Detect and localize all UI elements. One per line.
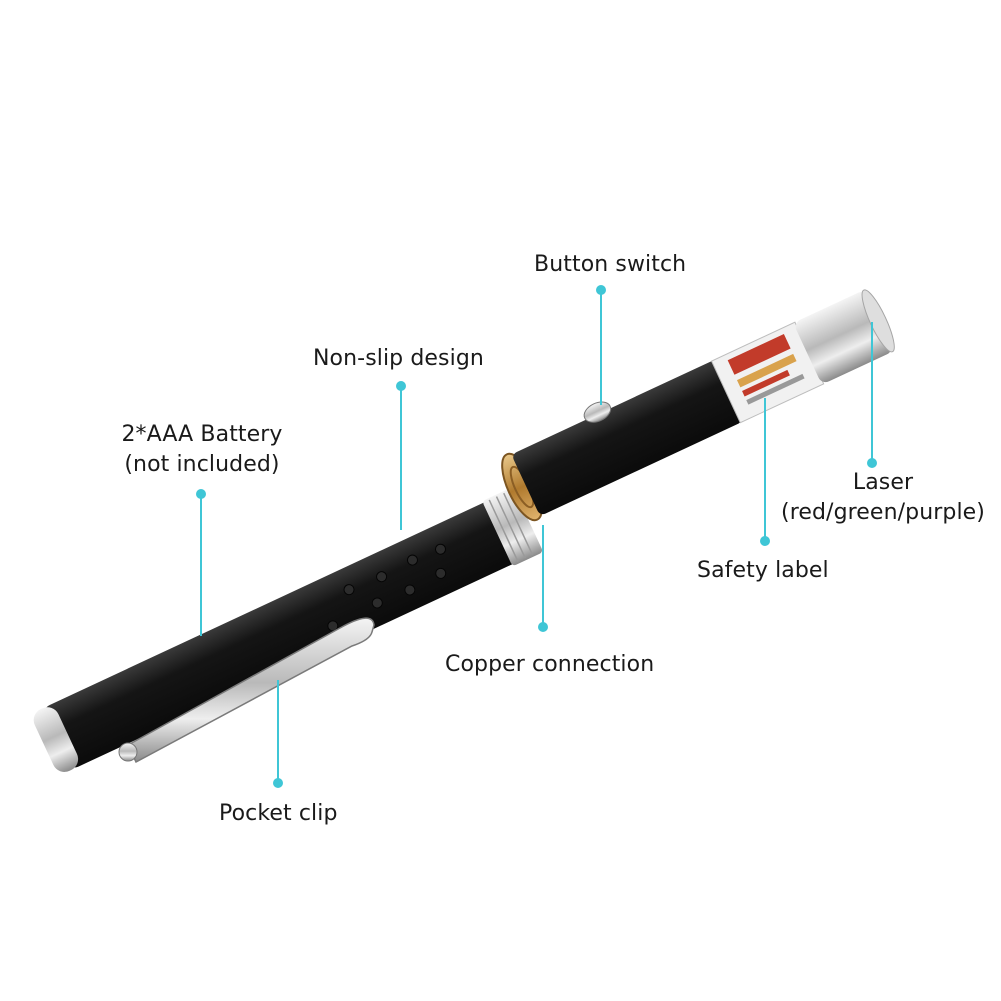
label-laser-line2: (red/green/purple) xyxy=(781,500,985,525)
label-pocket-clip-text: Pocket clip xyxy=(219,801,338,826)
label-laser: Laser (red/green/purple) xyxy=(772,468,994,528)
label-safety-text: Safety label xyxy=(697,558,829,583)
label-battery-line2: (not included) xyxy=(124,452,280,477)
label-pocket-clip: Pocket clip xyxy=(219,799,338,829)
leader-lines xyxy=(196,285,877,788)
chrome-collar xyxy=(483,488,542,566)
label-battery: 2*AAA Battery (not included) xyxy=(112,420,292,480)
label-non-slip-design: Non-slip design xyxy=(313,344,484,374)
label-battery-line1: 2*AAA Battery xyxy=(121,422,283,447)
label-non-slip-text: Non-slip design xyxy=(313,346,484,371)
label-button-switch: Button switch xyxy=(534,250,686,280)
label-safety: Safety label xyxy=(697,556,829,586)
label-laser-line1: Laser xyxy=(852,470,914,495)
label-copper-text: Copper connection xyxy=(445,652,655,677)
laser-head-tube xyxy=(501,289,895,522)
label-button-switch-text: Button switch xyxy=(534,252,687,277)
label-copper-connection: Copper connection xyxy=(445,650,654,680)
pocket-clip-shape xyxy=(118,617,375,764)
battery-tube xyxy=(33,488,542,772)
end-cap xyxy=(33,707,79,772)
button-switch xyxy=(583,401,612,423)
non-slip-dots xyxy=(327,543,447,632)
